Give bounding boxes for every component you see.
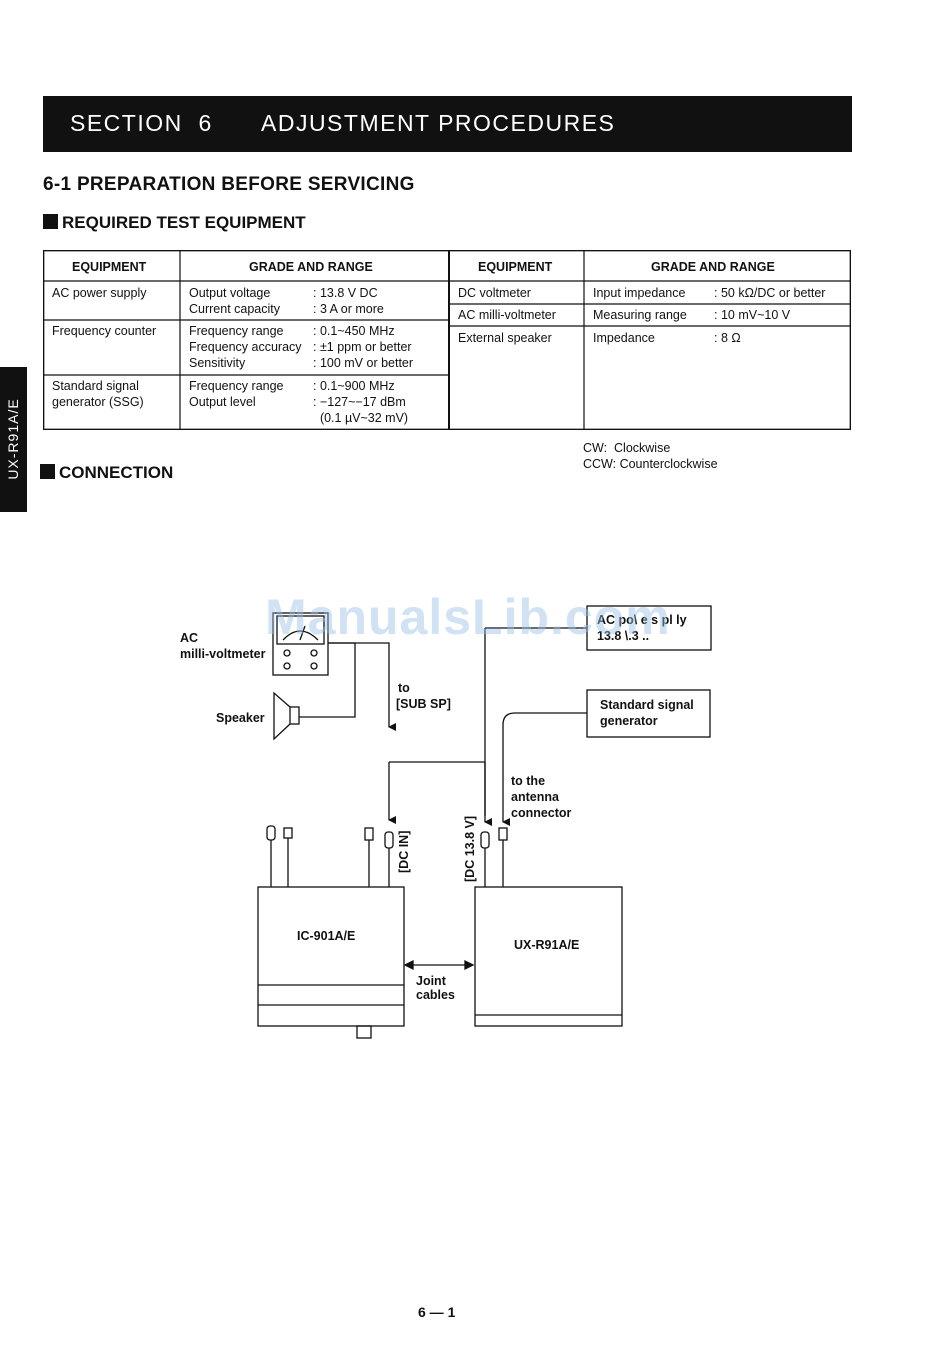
table-cell-equipment: AC milli-voltmeter xyxy=(458,308,556,322)
col-header-grade: GRADE AND RANGE xyxy=(249,260,373,274)
table-cell-equipment: External speaker xyxy=(458,331,552,345)
label-ac-power-supply: AC po\ e s pl ly xyxy=(597,613,687,627)
label-to: to xyxy=(398,681,410,695)
section-title: ADJUSTMENT PROCEDURES xyxy=(261,110,616,136)
table-cell-params: Output voltage Current capacity xyxy=(189,286,281,316)
label-to-the: to the xyxy=(511,774,545,788)
label-ac: AC xyxy=(180,631,198,645)
label-dc-in: [DC IN] xyxy=(397,831,411,873)
label-millivoltmeter: milli-voltmeter xyxy=(180,647,266,661)
watermark: ManualsLib.com xyxy=(265,589,671,645)
label-connector: connector xyxy=(511,806,572,820)
subsection-title: 6-1 PREPARATION BEFORE SERVICING xyxy=(43,174,415,195)
ac-millivoltmeter-icon xyxy=(272,612,329,676)
table-cell-equipment: DC voltmeter xyxy=(458,286,531,300)
table-cell-equipment: Standard signal generator (SSG) xyxy=(52,379,144,409)
legend-cw: CW: Clockwise xyxy=(583,441,671,455)
table-cell-values: : 13.8 V DC : 3 A or more xyxy=(313,286,384,316)
required-equipment-heading: REQUIRED TEST EQUIPMENT xyxy=(43,213,306,233)
table-cell-values: : 10 mV~10 V xyxy=(714,308,791,322)
label-ssg-2: generator xyxy=(600,714,658,728)
ic901-unit xyxy=(257,825,405,1039)
section-header-bar: SECTION 6 ADJUSTMENT PROCEDURES xyxy=(43,96,852,152)
col-header-grade-right: GRADE AND RANGE xyxy=(651,260,775,274)
page-number: 6 — 1 xyxy=(418,1304,456,1320)
label-dc-13-8: [DC 13.8 V] xyxy=(463,816,477,882)
label-ac-power-supply-2: 13.8 \.3 .. xyxy=(597,629,649,643)
table-cell-params: Input impedance xyxy=(593,286,686,300)
label-joint: Joint xyxy=(416,974,447,988)
section-number: SECTION 6 xyxy=(70,110,213,136)
table-cell-values: : 50 kΩ/DC or better xyxy=(714,286,826,300)
table-grid xyxy=(43,250,851,430)
side-tab: UX-R91A/E xyxy=(0,367,27,512)
table-cell-params: Frequency range Frequency accuracy Sensi… xyxy=(189,324,302,370)
equipment-table: EQUIPMENT GRADE AND RANGE EQUIPMENT GRAD… xyxy=(43,250,851,430)
table-cell-equipment: Frequency counter xyxy=(52,324,157,338)
uxr91-unit xyxy=(474,827,623,1027)
table-cell-params: Impedance xyxy=(593,331,655,345)
label-antenna: antenna xyxy=(511,790,560,804)
label-cables: cables xyxy=(416,988,455,1002)
table-cell-params: Measuring range xyxy=(593,308,687,322)
square-bullet-icon xyxy=(43,214,58,229)
legend-ccw: CCW: Counterclockwise xyxy=(583,457,718,471)
connection-heading: CONNECTION xyxy=(40,463,173,483)
table-cell-params: Frequency range Output level xyxy=(189,379,284,409)
rotation-legend: CW: Clockwise CCW: Counterclockwise xyxy=(583,440,718,472)
col-header-equipment-right: EQUIPMENT xyxy=(478,260,553,274)
table-cell-values: : 0.1~450 MHz : ±1 ppm or better : 100 m… xyxy=(313,324,414,370)
label-ic901: IC-901A/E xyxy=(297,929,355,943)
label-ssg: Standard signal xyxy=(600,698,694,712)
square-bullet-icon xyxy=(40,464,55,479)
label-uxr91: UX-R91A/E xyxy=(514,938,579,952)
table-cell-values: : 0.1~900 MHz : −127~−17 dBm (0.1 µV~32 … xyxy=(313,379,409,425)
label-speaker: Speaker xyxy=(216,711,265,725)
table-cell-equipment: AC power supply xyxy=(52,286,147,300)
speaker-icon xyxy=(273,691,300,741)
label-sub-sp: [SUB SP] xyxy=(396,697,451,711)
col-header-equipment: EQUIPMENT xyxy=(72,260,147,274)
table-cell-values: : 8 Ω xyxy=(714,331,741,345)
